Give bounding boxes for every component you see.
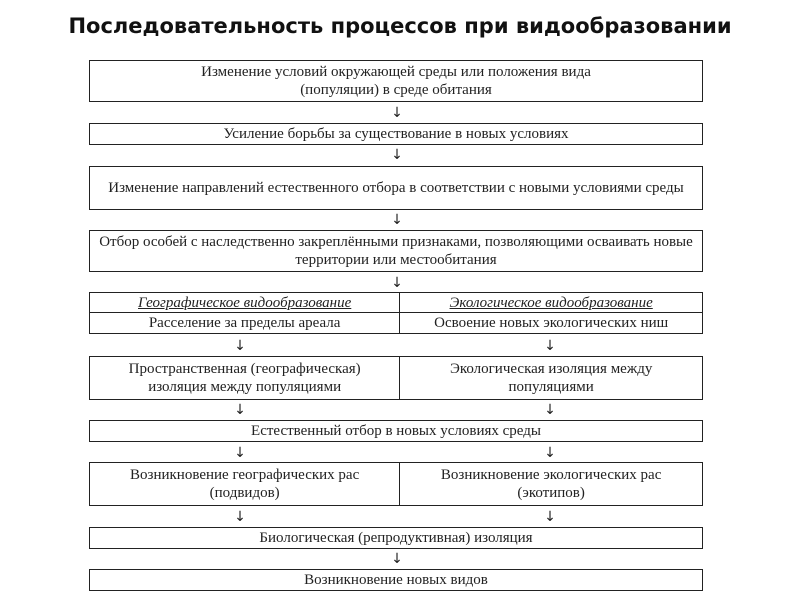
isolation-row: Пространственная (географическая) изоляц… [89, 356, 703, 400]
step-struggle-intensification: Усиление борьбы за существование в новых… [89, 123, 703, 145]
geographic-races-label: Возникновение географических рас (подвид… [130, 467, 360, 501]
step-selection-direction-change: Изменение направлений естественного отбо… [89, 166, 703, 210]
step-reproductive-isolation: Биологическая (репродуктивная) изоляция [89, 527, 703, 549]
arrow-down-icon: ↓ [234, 338, 246, 354]
ecological-speciation-header: Экологическое видообразование [400, 293, 702, 313]
races-row: Возникновение географических рас (подвид… [89, 462, 703, 506]
arrow-down-icon: ↓ [234, 509, 246, 525]
arrow-down-icon: ↓ [544, 338, 556, 354]
step-new-species-label: Возникновение новых видов [304, 572, 488, 588]
arrow-down-icon: ↓ [391, 105, 403, 121]
arrow-down-icon: ↓ [544, 402, 556, 418]
geographic-speciation-header: Географическое видообразование [90, 293, 401, 313]
step-natural-selection-new-conditions: Естественный отбор в новых условиях сред… [89, 420, 703, 442]
ecological-speciation-header-label: Экологическое видообразование [449, 294, 653, 311]
ecological-niche-colonization: Освоение новых экологических ниш [400, 313, 702, 333]
arrow-down-icon: ↓ [234, 445, 246, 461]
step-environment-change: Изменение условий окружающей среды или п… [89, 60, 703, 102]
arrow-down-icon: ↓ [544, 445, 556, 461]
spatial-isolation-label: Пространственная (географическая) изоляц… [128, 361, 361, 395]
step-new-species: Возникновение новых видов [89, 569, 703, 591]
arrow-down-icon: ↓ [234, 402, 246, 418]
step-individual-selection-label: Отбор особей с наследственно закреплённы… [99, 234, 693, 268]
ecological-isolation-label: Экологическая изоляция между популяциями [449, 361, 653, 395]
arrow-down-icon: ↓ [391, 275, 403, 291]
arrow-down-icon: ↓ [391, 551, 403, 567]
step-reproductive-isolation-label: Биологическая (репродуктивная) изоляция [259, 530, 533, 546]
arrow-down-icon: ↓ [391, 212, 403, 228]
geographic-races: Возникновение географических рас (подвид… [90, 463, 401, 505]
step-individual-selection: Отбор особей с наследственно закреплённы… [89, 230, 703, 272]
step-struggle-intensification-label: Усиление борьбы за существование в новых… [223, 126, 569, 142]
step-environment-change-label: Изменение условий окружающей среды или п… [201, 64, 591, 98]
spatial-isolation: Пространственная (географическая) изоляц… [90, 357, 401, 399]
geographic-dispersal-label: Расселение за пределы ареала [148, 315, 341, 331]
step-selection-direction-change-label: Изменение направлений естественного отбо… [108, 180, 684, 196]
arrow-down-icon: ↓ [544, 509, 556, 525]
speciation-types-block: Географическое видообразование Экологиче… [89, 292, 703, 334]
page-title: Последовательность процессов при видообр… [68, 14, 732, 38]
arrow-down-icon: ↓ [391, 147, 403, 163]
step-natural-selection-new-conditions-label: Естественный отбор в новых условиях сред… [251, 423, 541, 439]
ecological-isolation: Экологическая изоляция между популяциями [400, 357, 702, 399]
ecological-races-label: Возникновение экологических рас (экотипо… [440, 467, 662, 501]
ecological-niche-colonization-label: Освоение новых экологических ниш [434, 315, 669, 331]
geographic-dispersal: Расселение за пределы ареала [90, 313, 401, 333]
geographic-speciation-header-label: Географическое видообразование [138, 294, 352, 311]
ecological-races: Возникновение экологических рас (экотипо… [400, 463, 702, 505]
